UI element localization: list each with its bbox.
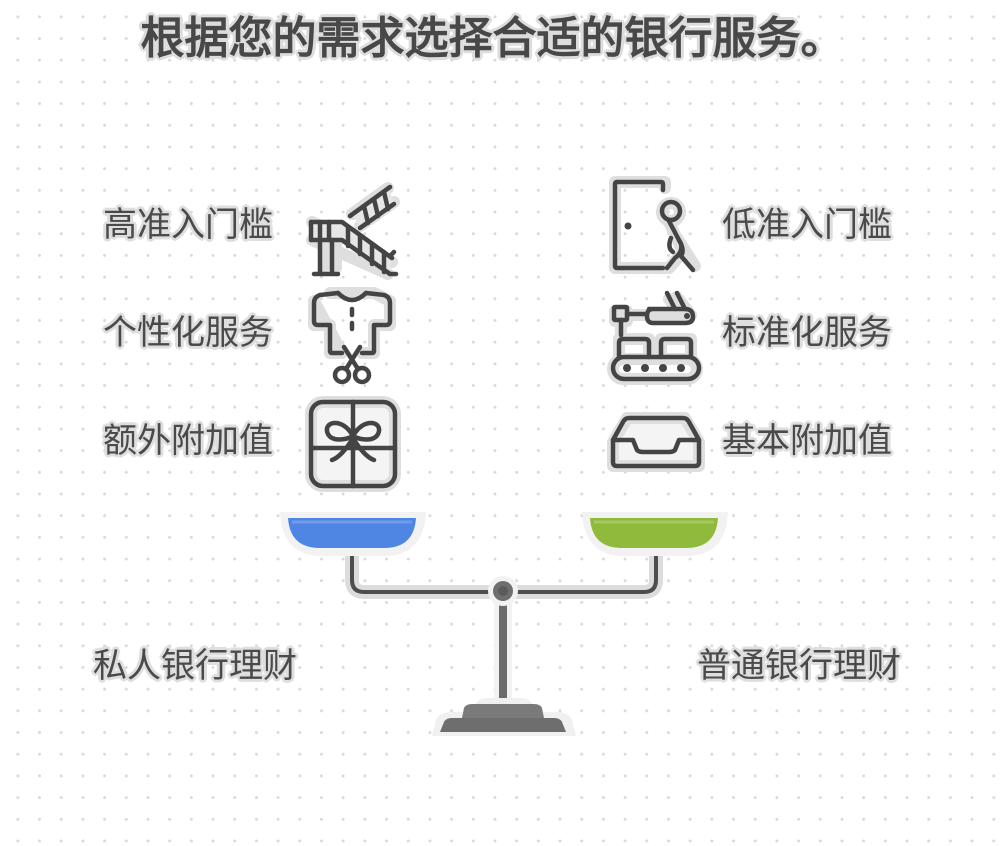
tailored-shirt-scissors-icon: [302, 287, 402, 387]
gift-box-icon: [302, 396, 402, 496]
right-feature-1-label: 低准入门槛: [722, 205, 892, 245]
left-option-label: 私人银行理财: [93, 646, 297, 686]
right-option-label: 普通银行理财: [697, 646, 901, 686]
scale-pivot: [488, 576, 518, 606]
staircase-icon: [302, 178, 402, 280]
right-pan-regular-banking: [582, 512, 728, 556]
left-pan-private-banking: [280, 512, 426, 556]
inbox-tray-icon: [605, 396, 705, 496]
scale-base: [432, 698, 576, 736]
right-feature-3-label: 基本附加值: [722, 421, 892, 461]
scale-post: [499, 600, 507, 710]
page-title: 根据您的需求选择合适的银行服务。: [140, 13, 845, 64]
right-feature-2-label: 标准化服务: [722, 313, 892, 353]
left-feature-3-label: 额外附加值: [103, 421, 273, 461]
left-feature-1-label: 高准入门槛: [103, 205, 273, 245]
conveyor-robot-arm-icon: [605, 287, 705, 387]
person-entering-door-icon: [605, 176, 705, 278]
left-feature-2-label: 个性化服务: [103, 313, 273, 353]
